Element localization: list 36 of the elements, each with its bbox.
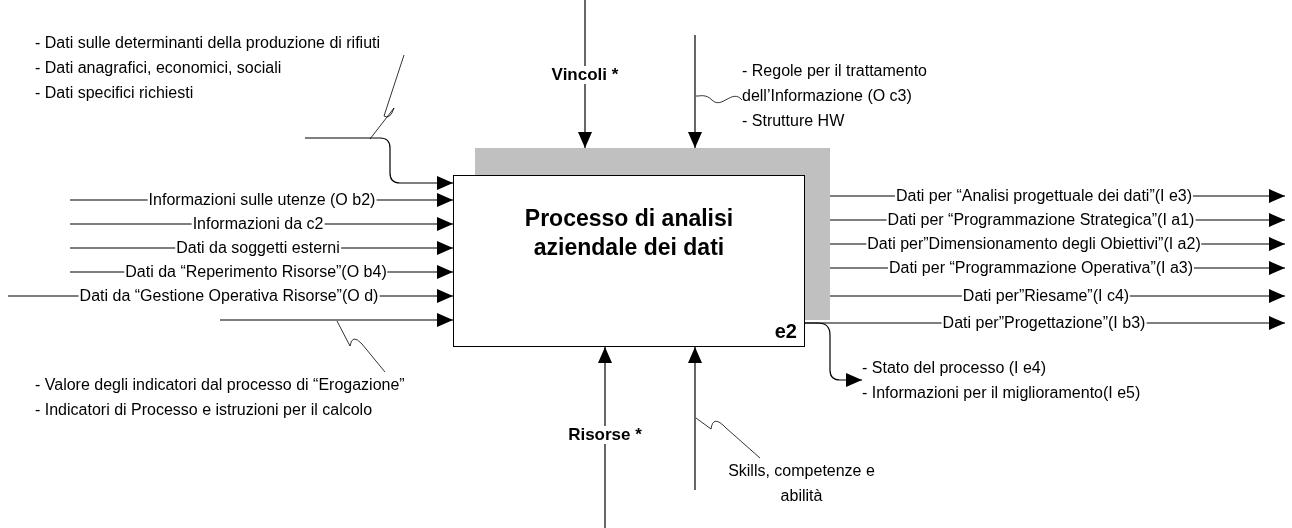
edge-label: Dati per “Programmazione Operativa”(I a3) <box>887 259 1195 277</box>
annotation-text: - Indicatori di Processo e istruzioni per il calcolo <box>35 400 374 420</box>
arrow <box>219 313 454 327</box>
annotation-text: - Dati anagrafici, economici, sociali <box>35 58 283 78</box>
arrow <box>578 0 592 149</box>
annotation-text: Skills, competenze e abilità <box>727 461 876 506</box>
arrow <box>688 34 702 149</box>
annotation-text: - Strutture HW <box>742 111 846 131</box>
annotation-text: - Dati sulle determinanti della produzione di rifiuti <box>35 33 381 53</box>
edge-label: Dati da “Gestione Operativa Risorse”(O d) <box>78 287 380 305</box>
edge-label: Dati per”Progettazione”(I b3) <box>941 314 1147 332</box>
edge-label: Dati da “Reperimento Risorse”(O b4) <box>124 263 388 281</box>
annotation-text: - Regole per il trattamento dell’Informazione (O c3) <box>742 61 928 106</box>
process-box <box>453 148 830 347</box>
edge-label: Informazioni sulle utenze (O b2) <box>147 191 377 209</box>
edge-label: Vincoli * <box>550 66 620 84</box>
edge-label: Dati da soggetti esterni <box>175 239 341 257</box>
annotation-text: - Stato del processo (I e4) <box>862 358 1048 378</box>
edge-label: Risorse * <box>567 426 643 444</box>
leader-line <box>369 54 405 140</box>
leader-line <box>695 95 743 104</box>
leader-line <box>695 417 761 459</box>
annotation-text: - Dati specifici richiesti <box>35 83 195 103</box>
edge-label: Dati per “Programmazione Strategica”(I a1) <box>886 211 1196 229</box>
arrow <box>598 346 612 528</box>
arrow <box>688 346 702 491</box>
process-title: Processo di analisi aziendale dei dati <box>523 204 735 262</box>
edge-label: Dati per”Riesame”(I c4) <box>961 287 1131 305</box>
leader-line <box>336 320 386 373</box>
annotation-text: - Valore degli indicatori dal processo di “Erogazione” <box>35 375 405 395</box>
arrow <box>304 137 454 190</box>
annotation-text: - Informazioni per il miglioramento(I e5) <box>862 383 1141 403</box>
arrow <box>804 322 863 387</box>
edge-label: Dati per”Dimensionamento degli Obiettivi”(I a2) <box>866 235 1202 253</box>
edge-label: Dati per “Analisi progettuale dei dati”(I e3) <box>894 187 1194 205</box>
node-code: e2 <box>774 320 797 343</box>
